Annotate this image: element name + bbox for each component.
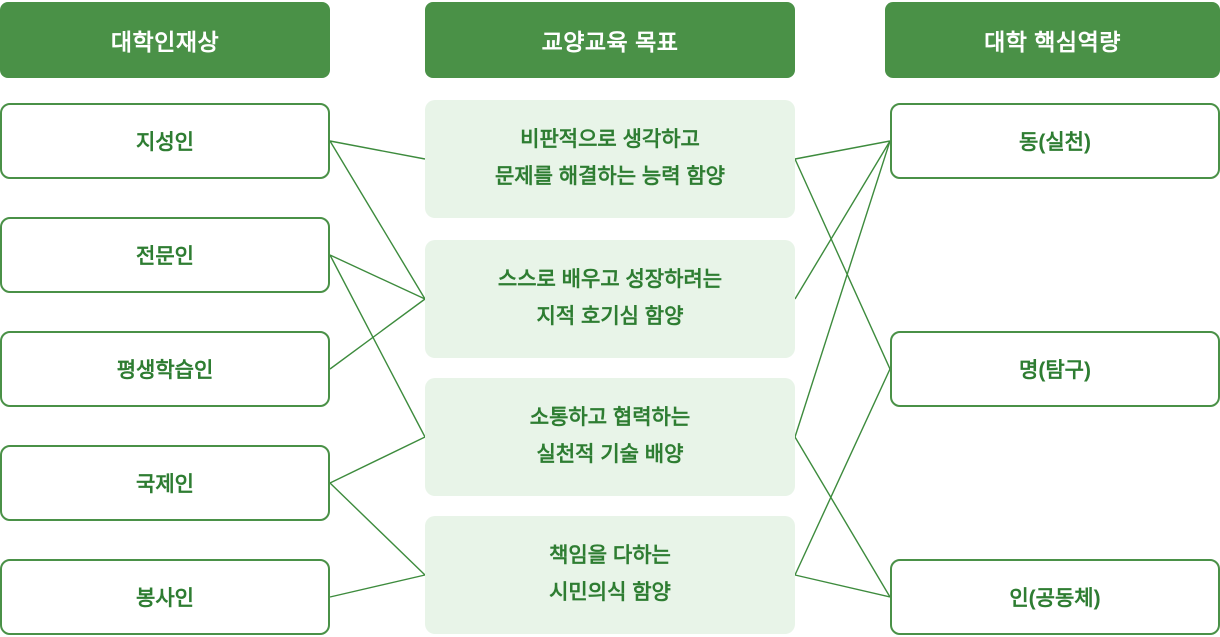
goal-node-civic-awareness: 책임을 다하는 시민의식 함양 xyxy=(425,516,795,634)
goal-node-intellectual-curiosity: 스스로 배우고 성장하려는 지적 호기심 함양 xyxy=(425,240,795,358)
column-header-talent: 대학인재상 xyxy=(0,2,330,78)
talent-node-intellectual: 지성인 xyxy=(0,103,330,179)
column-header-goals: 교양교육 목표 xyxy=(425,2,795,78)
talent-node-lifelong-learner: 평생학습인 xyxy=(0,331,330,407)
competency-node-in-community: 인(공동체) xyxy=(890,559,1220,635)
talent-node-professional: 전문인 xyxy=(0,217,330,293)
column-header-competencies: 대학 핵심역량 xyxy=(885,2,1220,78)
talent-node-global: 국제인 xyxy=(0,445,330,521)
competency-node-myeong-inquiry: 명(탐구) xyxy=(890,331,1220,407)
competency-node-dong-practice: 동(실천) xyxy=(890,103,1220,179)
goal-node-communication-skills: 소통하고 협력하는 실천적 기술 배양 xyxy=(425,378,795,496)
goal-node-critical-thinking: 비판적으로 생각하고 문제를 해결하는 능력 함양 xyxy=(425,100,795,218)
talent-node-service: 봉사인 xyxy=(0,559,330,635)
